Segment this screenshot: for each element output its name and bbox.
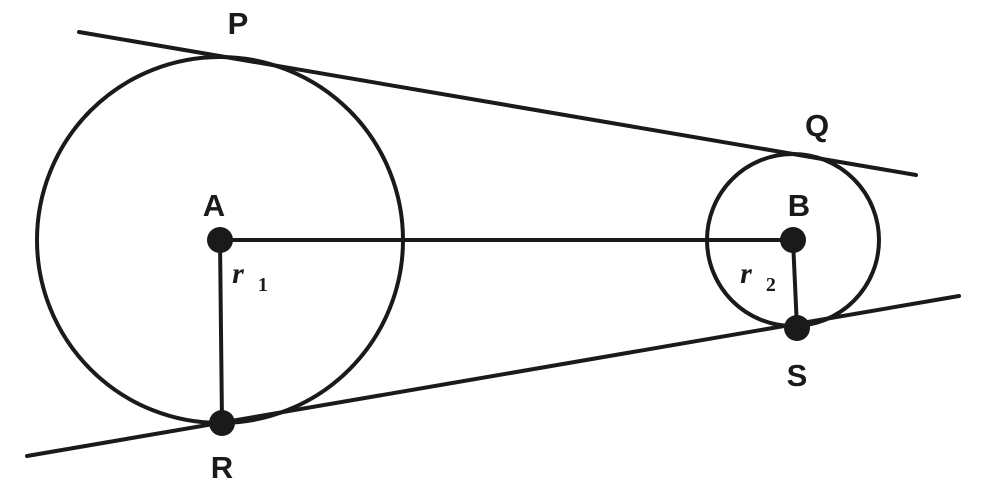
segment-radius-b-to-s <box>791 238 799 330</box>
point-label-a: A <box>203 188 225 223</box>
radius-label-r2-subscript: 2 <box>766 274 776 296</box>
radius-label-r1-subscript: 1 <box>258 274 268 296</box>
point-label-s: S <box>787 358 808 393</box>
point-dot-s <box>784 315 810 341</box>
point-label-q: Q <box>805 108 829 143</box>
segment-radius-a-to-r <box>218 238 224 425</box>
point-label-p: P <box>228 6 249 41</box>
point-dot-r <box>209 410 235 436</box>
radius-label-r1-base: r <box>232 257 244 290</box>
point-label-b: B <box>788 188 810 223</box>
point-dot-a <box>207 227 233 253</box>
radius-label-r2-base: r <box>740 257 752 290</box>
point-dot-b <box>780 227 806 253</box>
point-label-r: R <box>211 450 233 485</box>
